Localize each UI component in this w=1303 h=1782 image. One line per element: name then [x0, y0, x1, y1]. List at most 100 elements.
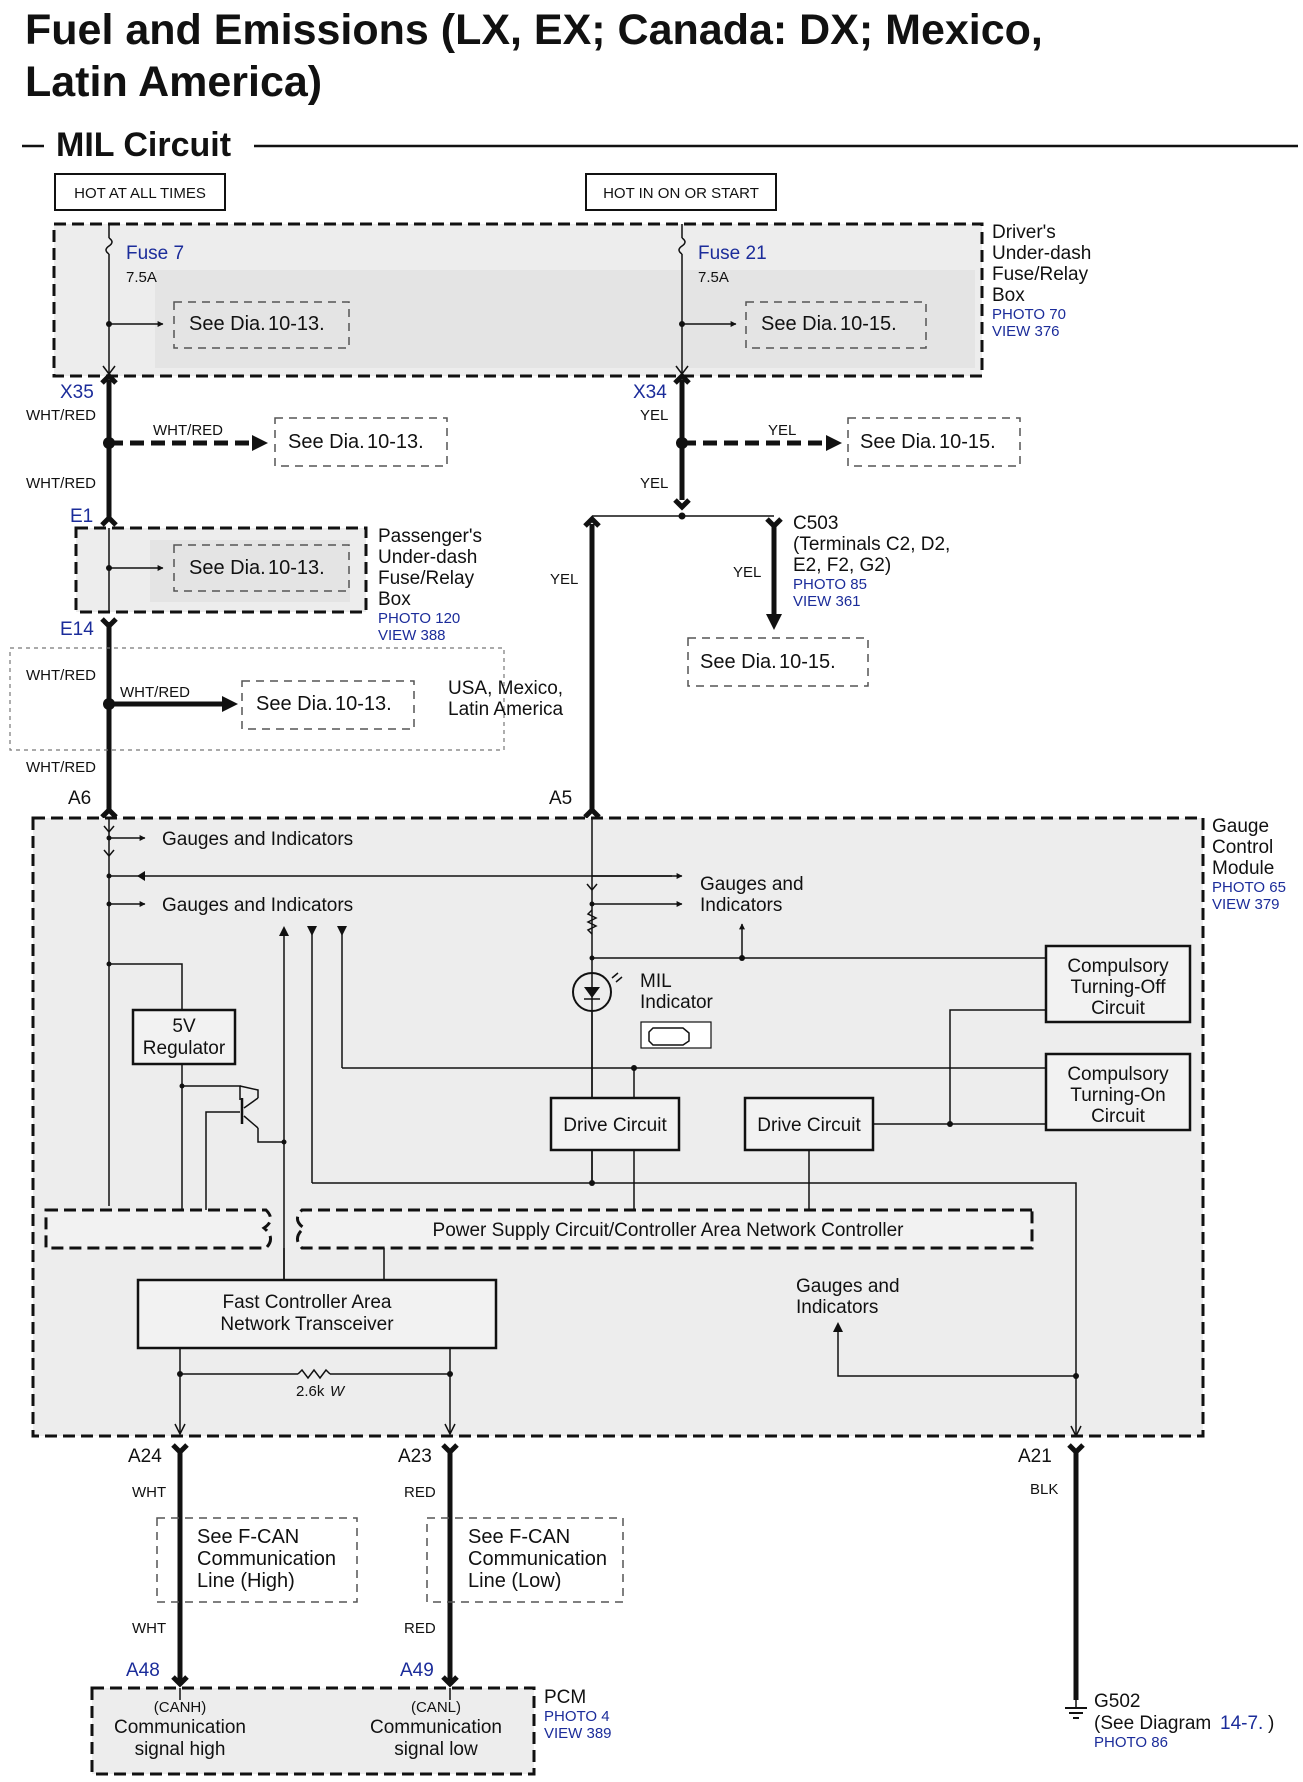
gcm-label-2: Control	[1212, 837, 1273, 858]
fcan-high-label-1: See F-CAN	[197, 1526, 299, 1548]
g502-ref: 14-7.	[1220, 1713, 1263, 1734]
wire-label-whtred-1: WHT/RED	[26, 407, 96, 424]
drive-circuit-1	[549, 1096, 681, 1152]
can-transceiver	[136, 1278, 498, 1350]
drive-circuit-2-label: Drive Circuit	[757, 1115, 861, 1136]
gauges-indicators-1: Gauges and Indicators	[162, 829, 353, 850]
g502-name: G502	[1094, 1691, 1140, 1712]
compulsory-on-label-3: Circuit	[1091, 1106, 1146, 1127]
c503-view: VIEW 361	[793, 593, 861, 610]
c503-ref: 10-15.	[779, 651, 836, 673]
gauges-indicators-2: Gauges and Indicators	[162, 895, 353, 916]
fcan-low-label-1: See F-CAN	[468, 1526, 570, 1548]
gauges-indicators-4-line1: Gauges and	[796, 1276, 900, 1297]
connector-a48: A48	[126, 1660, 160, 1681]
fuse7-ref: 10-13.	[268, 313, 325, 335]
fcan-high-label-3: Line (High)	[197, 1570, 295, 1592]
whtred-branch-see-dia: See Dia.	[288, 431, 365, 453]
pcm	[90, 1686, 536, 1776]
hot-at-all-times-label: HOT AT ALL TIMES	[74, 185, 206, 202]
fuse21-ref: 10-15.	[840, 313, 897, 335]
connector-x35: X35	[60, 382, 94, 403]
canl-label-2: signal low	[394, 1739, 478, 1760]
g502-close: )	[1268, 1713, 1274, 1734]
drivers-box-photo: PHOTO 70	[992, 306, 1066, 323]
compulsory-turning-off-circuit	[1044, 944, 1192, 1024]
c503-terminals-1: (Terminals C2, D2,	[793, 534, 950, 555]
mil-indicator-label-2: Indicator	[640, 992, 714, 1013]
terminating-resistor-icon	[297, 1368, 331, 1380]
passenger-ref: 10-13.	[268, 557, 325, 579]
c503-terminals-2: E2, F2, G2)	[793, 555, 891, 576]
canh-code: (CANH)	[154, 1699, 207, 1716]
drivers-box-label-2: Under-dash	[992, 243, 1091, 264]
regulator-label-2: Regulator	[143, 1038, 226, 1059]
connector-x34: X34	[633, 382, 667, 403]
connector-a6: A6	[68, 788, 91, 809]
transistor-icon	[205, 1111, 240, 1210]
wire-label-wht-1: WHT	[132, 1484, 166, 1501]
compulsory-on-label-1: Compulsory	[1067, 1064, 1169, 1085]
wire-label-whtred-branch: WHT/RED	[153, 422, 223, 439]
passengers-box-label-1: Passenger's	[378, 526, 482, 547]
yel-branch-see-dia: See Dia.	[860, 431, 937, 453]
drivers-box-label-4: Box	[992, 285, 1025, 306]
wire-label-yel-4: YEL	[733, 564, 761, 581]
wire-label-whtred-4: WHT/RED	[120, 684, 190, 701]
gcm-view: VIEW 379	[1212, 896, 1280, 913]
region-label-1: USA, Mexico,	[448, 678, 563, 699]
fuse21-see-dia: See Dia.	[761, 313, 838, 335]
resistor-value: 2.6k	[296, 1383, 325, 1400]
gauges-indicators-3-line1: Gauges and	[700, 874, 804, 895]
drivers-box-label-1: Driver's	[992, 222, 1056, 243]
wire-label-red-1: RED	[404, 1484, 436, 1501]
fuse-7-name: Fuse 7	[126, 243, 184, 264]
wire-label-whtred-3: WHT/RED	[26, 667, 96, 684]
connector-a23: A23	[398, 1446, 432, 1467]
fuse-7-icon	[105, 237, 113, 255]
wire-label-wht-2: WHT	[132, 1620, 166, 1637]
connector-a24: A24	[128, 1446, 162, 1467]
region-label-2: Latin America	[448, 699, 564, 720]
compulsory-turning-on-circuit	[1044, 1052, 1192, 1132]
drivers-box-view: VIEW 376	[992, 323, 1060, 340]
g502-photo: PHOTO 86	[1094, 1734, 1168, 1751]
diagram-title-line1: Fuel and Emissions (LX, EX; Canada: DX; …	[25, 6, 1043, 54]
c503-name: C503	[793, 513, 838, 534]
fcan-high-label-2: Communication	[197, 1548, 336, 1570]
drive-circuit-1-label: Drive Circuit	[563, 1115, 667, 1136]
wire-label-yel-1: YEL	[640, 407, 668, 424]
gcm-label-3: Module	[1212, 858, 1274, 879]
region-option-box	[9, 647, 505, 751]
compulsory-on-label-2: Turning-On	[1070, 1085, 1165, 1106]
canl-label-1: Communication	[370, 1717, 502, 1738]
regulator-label-1: 5V	[172, 1016, 196, 1037]
connector-a5: A5	[549, 788, 572, 809]
fcan-low-label-2: Communication	[468, 1548, 607, 1570]
passengers-box-label-4: Box	[378, 589, 411, 610]
fcan-low-label-3: Line (Low)	[468, 1570, 561, 1592]
gcm-label-1: Gauge	[1212, 816, 1269, 837]
mil-lamp-icon	[572, 972, 612, 1012]
fuse-21-name: Fuse 21	[698, 243, 767, 264]
wire-label-blk: BLK	[1030, 1481, 1058, 1498]
passengers-box-view: VIEW 388	[378, 627, 446, 644]
wire-label-whtred-2: WHT/RED	[26, 475, 96, 492]
compulsory-off-label-2: Turning-Off	[1070, 977, 1166, 998]
gcm-photo: PHOTO 65	[1212, 879, 1286, 896]
mil-resistor-icon	[586, 909, 598, 935]
mil-indicator-label-1: MIL	[640, 971, 672, 992]
connector-e14: E14	[60, 619, 94, 640]
transceiver-label-2: Network Transceiver	[220, 1314, 394, 1335]
canh-label-1: Communication	[114, 1717, 246, 1738]
fuse7-see-dia: See Dia.	[189, 313, 266, 335]
wire-label-yel-3: YEL	[550, 571, 578, 588]
drive-circuit-2	[743, 1096, 875, 1152]
connector-e1: E1	[70, 506, 93, 527]
drivers-box-label-3: Fuse/Relay	[992, 264, 1089, 285]
passengers-box-photo: PHOTO 120	[378, 610, 460, 627]
pcm-name: PCM	[544, 1687, 586, 1708]
5v-regulator	[131, 1008, 237, 1066]
fuse-21-icon	[678, 237, 686, 255]
